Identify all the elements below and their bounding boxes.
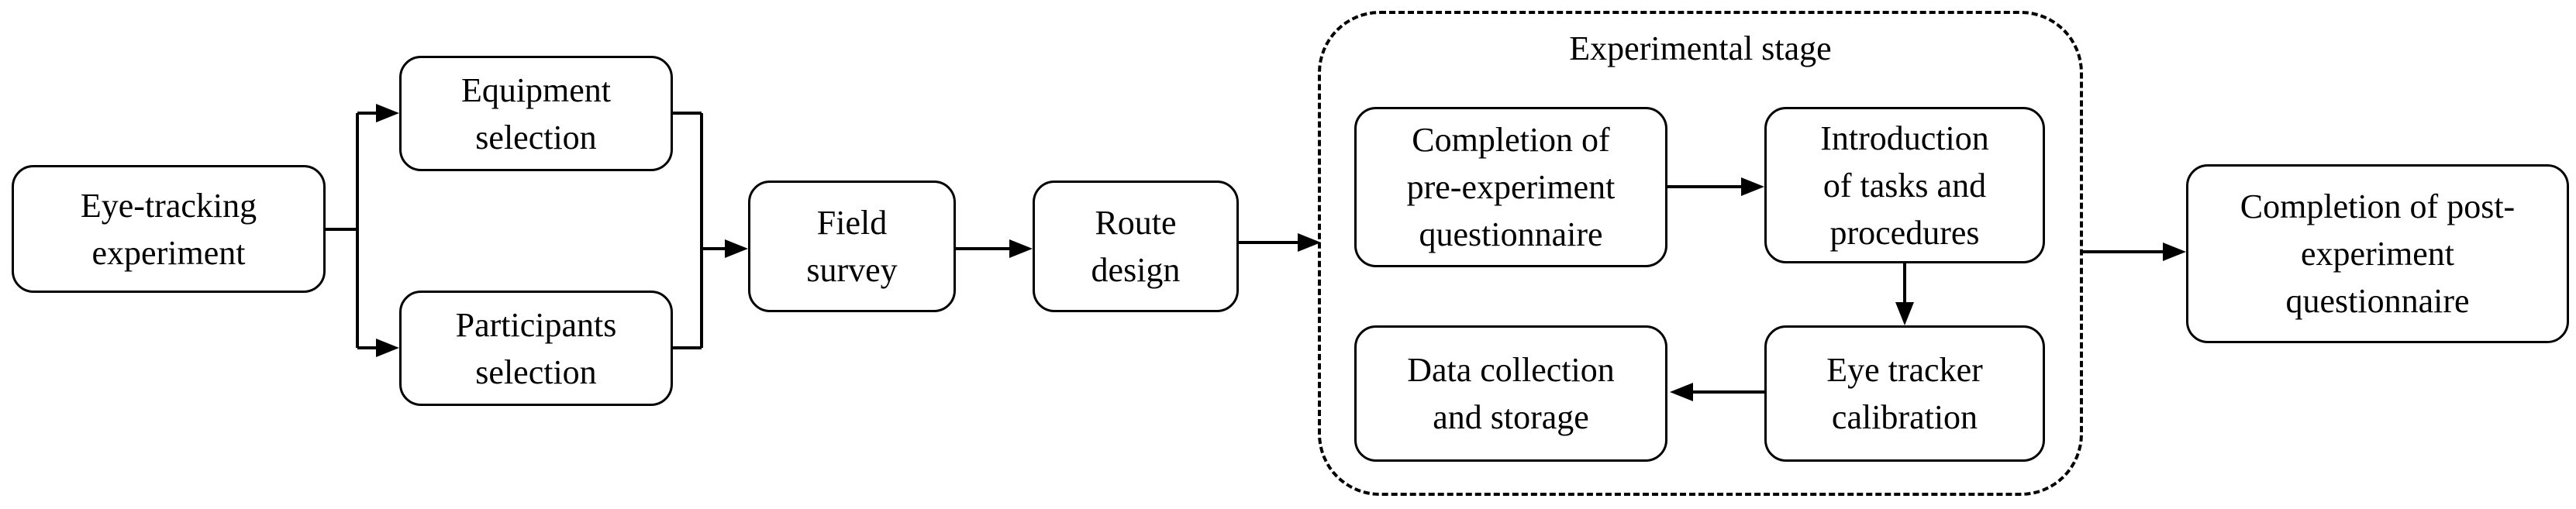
node-pre-experiment-questionnaire: Completion of pre-experiment questionnai… — [1354, 107, 1667, 267]
arrow-calibration-to-data — [1670, 383, 1764, 401]
arrow-stage-to-post — [2083, 242, 2186, 261]
experimental-stage-container — [1318, 11, 2083, 496]
arrow-pre-to-introduction — [1667, 177, 1764, 196]
node-data-collection: Data collection and storage — [1354, 325, 1667, 462]
node-post-experiment-questionnaire: Completion of post- experiment questionn… — [2186, 164, 2569, 343]
arrow-introduction-to-calibration — [1895, 263, 1914, 325]
node-field-survey: Field survey — [748, 181, 956, 312]
node-introduction-of-tasks: Introduction of tasks and procedures — [1764, 107, 2045, 263]
arrow-to-participants — [357, 339, 399, 357]
arrow-route-to-stage — [1239, 233, 1321, 252]
node-eye-tracking-experiment: Eye-tracking experiment — [12, 165, 326, 293]
node-equipment-selection: Equipment selection — [399, 56, 673, 171]
node-route-design: Route design — [1033, 181, 1239, 312]
node-eye-tracker-calibration: Eye tracker calibration — [1764, 325, 2045, 462]
experimental-stage-title: Experimental stage — [1569, 29, 1832, 67]
node-participants-selection: Participants selection — [399, 291, 673, 406]
arrow-field-to-route — [956, 239, 1033, 258]
arrow-to-equipment — [357, 104, 399, 122]
arrow-to-field-survey — [702, 239, 748, 258]
